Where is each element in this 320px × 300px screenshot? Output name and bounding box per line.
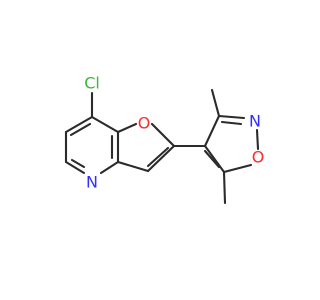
bond-c3prime-methyl <box>210 88 221 118</box>
bond-c5prime-c4prime <box>203 144 226 174</box>
bond-c7a-o1 <box>116 122 138 134</box>
furan-oxygen-label: O <box>138 114 151 133</box>
molecule-canvas: Cl O N N O <box>64 73 265 205</box>
bond-c3prime-n2prime <box>217 114 246 120</box>
bond-o1-c2 <box>150 122 176 148</box>
bond-c4prime-c3prime <box>203 114 221 148</box>
bond-n4-c3a <box>99 160 120 175</box>
isoxazole-nitrogen-label: N <box>249 112 261 131</box>
pyridine-nitrogen-label: N <box>86 173 98 192</box>
bond-c5prime-c4prime-inner <box>203 149 221 169</box>
bond-n2prime-o1prime <box>255 128 260 151</box>
bond-o1prime-c5prime <box>222 163 253 174</box>
bond-c7-c6 <box>64 115 94 134</box>
isoxazole-oxygen-label: O <box>252 148 265 167</box>
bond-c5prime-methyl <box>222 170 227 205</box>
bond-c2-c3-inner <box>146 146 170 168</box>
bond-c3-c3a <box>116 160 150 173</box>
bond-c5-n4 <box>64 160 86 175</box>
bond-c3prime-n2prime-inner <box>220 120 243 126</box>
chlorine-label: Cl <box>84 74 100 93</box>
bond-c7-c7a <box>90 115 120 134</box>
bond-c7-c6-inner <box>69 122 92 137</box>
molecule-structure: Cl O N N O <box>64 74 265 205</box>
bond-c2-c3 <box>146 144 176 173</box>
bond-c5-n4-inner <box>70 158 86 169</box>
